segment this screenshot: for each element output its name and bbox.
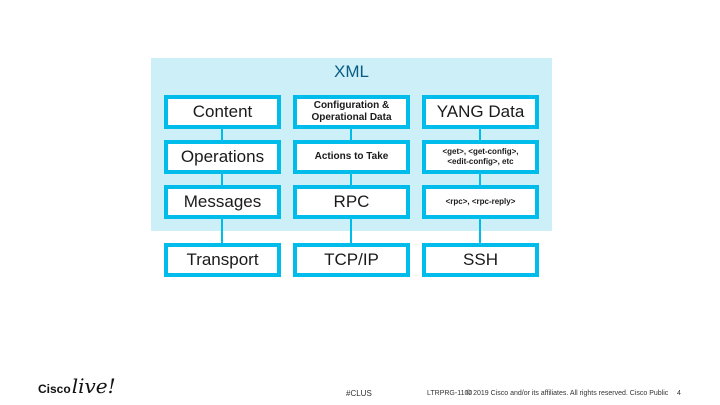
operations-layer-label: Operations — [180, 146, 265, 166]
transport-layer-label: Transport — [186, 249, 259, 269]
connector — [479, 219, 481, 243]
content-layer-label: Content — [192, 101, 253, 121]
page-number: 4 — [677, 390, 681, 397]
ssh-label: SSH — [463, 249, 498, 269]
rpc-messages-label: <rpc>, <rpc-reply> — [445, 197, 516, 207]
messages-layer-box: Messages — [164, 185, 281, 219]
yang-data-box: YANG Data — [422, 95, 539, 129]
actions-to-take-label: Actions to Take — [314, 151, 389, 162]
tcp-ip-box: TCP/IP — [293, 243, 410, 277]
event-hashtag: #CLUS — [346, 389, 372, 398]
config-operational-data-label: Configuration & Operational Data — [311, 100, 392, 123]
logo-cisco-text: Cisco — [38, 382, 71, 396]
config-operational-data-box: Configuration & Operational Data — [293, 95, 410, 129]
connector — [221, 219, 223, 243]
cisco-live-logo: Cisco live! — [38, 374, 116, 398]
connector — [221, 129, 223, 140]
rpc-messages-box: <rpc>, <rpc-reply> — [422, 185, 539, 219]
tcp-ip-label: TCP/IP — [324, 249, 379, 269]
transport-layer-box: Transport — [164, 243, 281, 277]
connector — [350, 219, 352, 243]
connector — [479, 174, 481, 185]
messages-layer-label: Messages — [183, 191, 262, 211]
netconf-operations-label: <get>, <get-config>, <edit-config>, etc — [442, 147, 519, 166]
rpc-label: RPC — [333, 191, 370, 211]
ssh-box: SSH — [422, 243, 539, 277]
rpc-box: RPC — [293, 185, 410, 219]
logo-live-text: live! — [71, 374, 116, 398]
session-id: LTRPRG-1100 — [427, 390, 473, 397]
connector — [350, 174, 352, 185]
connector — [221, 174, 223, 185]
copyright-notice: © 2019 Cisco and/or its affiliates. All … — [466, 390, 669, 397]
content-layer-box: Content — [164, 95, 281, 129]
connector — [350, 129, 352, 140]
yang-data-label: YANG Data — [436, 101, 525, 121]
actions-to-take-box: Actions to Take — [293, 140, 410, 174]
operations-layer-box: Operations — [164, 140, 281, 174]
xml-layer-title: XML — [334, 62, 369, 81]
netconf-operations-box: <get>, <get-config>, <edit-config>, etc — [422, 140, 539, 174]
connector — [479, 129, 481, 140]
